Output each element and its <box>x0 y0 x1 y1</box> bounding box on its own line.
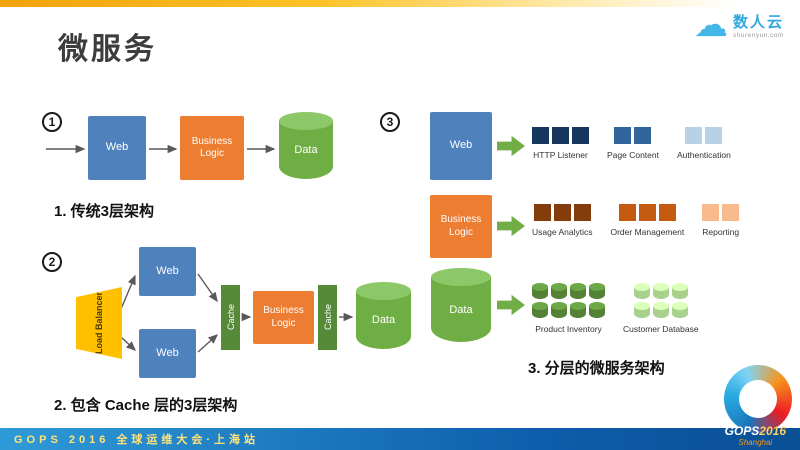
database-cylinder-icon <box>570 287 586 299</box>
gops-logo-city: Shanghai <box>738 438 773 448</box>
database-cylinder-icon <box>589 287 605 299</box>
diagram2-cache-left-node: Cache <box>221 285 240 350</box>
database-cylinder-icon <box>652 306 669 318</box>
block-arrow-icon <box>497 135 525 157</box>
database-cylinder-icon <box>671 287 688 299</box>
business-services-groups: Usage Analytics Order Management Reporting <box>532 204 740 237</box>
service-block-icon <box>572 127 589 144</box>
database-cylinder-icon <box>652 287 669 299</box>
diagram2-business-logic-node: Business Logic <box>253 291 314 344</box>
service-group: Product Inventory <box>532 283 605 334</box>
service-block-icon <box>638 204 656 221</box>
service-group: Reporting <box>702 204 740 237</box>
slide-title: 微服务 <box>58 33 157 66</box>
service-group-label: HTTP Listener <box>533 150 588 160</box>
service-group-label: Order Management <box>610 227 685 237</box>
diagram2-caption: 2. 包含 Cache 层的3层架构 <box>54 397 238 414</box>
service-block-icon <box>722 204 740 221</box>
node-label: Cache <box>225 304 236 331</box>
diagram2-load-balancer-node: Load Balancer <box>76 287 122 359</box>
service-group: Page Content <box>607 127 659 160</box>
brand-text: 数人云 shurenyun.com <box>733 11 784 39</box>
web-services-groups: HTTP Listener Page Content Authentication <box>532 127 731 160</box>
service-group: Customer Database <box>623 283 699 334</box>
node-label: Web <box>105 141 129 154</box>
footer-conference-title: GOPS 2016 全球运维大会·上海站 <box>14 434 260 446</box>
diagram1-business-logic-node: Business Logic <box>180 116 244 180</box>
gops-swirl-icon <box>724 365 792 433</box>
gops-logo-year: 2016 <box>759 423 786 438</box>
diagram2-data-cylinder: Data <box>356 282 411 349</box>
service-block-icon <box>553 204 571 221</box>
node-label: Business Logic <box>440 214 482 238</box>
service-block-icon <box>614 127 632 144</box>
diagram2-number-badge: 2 <box>42 252 62 272</box>
database-cylinder-icon <box>671 306 688 318</box>
cloud-icon: ☁ <box>693 6 728 44</box>
service-block-icon <box>552 127 569 144</box>
block-arrow-icon <box>497 294 525 316</box>
node-label: Web <box>156 264 179 277</box>
database-cylinder-icon <box>551 287 567 299</box>
diagram2-web-bottom-node: Web <box>139 329 196 378</box>
gops-logo-name: GOPS <box>724 423 760 438</box>
node-label: Data <box>449 303 473 316</box>
service-group: HTTP Listener <box>532 127 589 160</box>
service-group: Order Management <box>610 204 684 237</box>
node-label: Load Balancer <box>94 291 104 355</box>
service-group-label: Page Content <box>607 150 659 160</box>
node-label: Business Logic <box>191 135 233 160</box>
top-accent-stripe <box>0 0 800 7</box>
diagram3-business-logic-node: Business Logic <box>430 195 492 258</box>
diagram1-caption: 1. 传统3层架构 <box>54 203 155 220</box>
database-cylinder-icon <box>589 306 605 318</box>
service-group-label: Authentication <box>676 150 731 160</box>
service-block-icon <box>634 127 652 144</box>
block-arrow-icon <box>497 215 525 237</box>
service-group: Authentication <box>677 127 731 160</box>
service-group: Usage Analytics <box>532 204 592 237</box>
service-group-label: Customer Database <box>623 324 699 334</box>
diagram3-data-cylinder: Data <box>431 268 491 342</box>
service-group-label: Product Inventory <box>535 324 602 334</box>
service-group-label: Reporting <box>702 227 740 237</box>
database-cylinder-icon <box>633 287 650 299</box>
service-block-icon <box>658 204 676 221</box>
service-block-icon <box>618 204 636 221</box>
service-block-icon <box>702 204 720 221</box>
diagram3-web-node: Web <box>430 112 492 180</box>
diagram3-number-badge: 3 <box>380 112 400 132</box>
service-block-icon <box>533 204 551 221</box>
gops-logo-text: GOPS2016 Shanghai <box>725 422 786 448</box>
brand-logo: ☁ 数人云 shurenyun.com <box>693 6 784 44</box>
brand-domain: shurenyun.com <box>732 32 784 40</box>
diagram1-web-node: Web <box>88 116 146 180</box>
node-label: Web <box>156 346 179 359</box>
database-cylinder-icon <box>551 306 567 318</box>
diagram1-number-badge: 1 <box>42 112 62 132</box>
diagram3-caption: 3. 分层的微服务架构 <box>528 360 665 377</box>
diagram2-web-top-node: Web <box>139 247 196 296</box>
service-block-icon <box>685 127 703 144</box>
diagram2-cache-right-node: Cache <box>318 285 337 350</box>
diagram1-data-cylinder: Data <box>279 112 333 179</box>
node-label: Web <box>449 139 473 152</box>
node-label: Cache <box>322 304 333 331</box>
node-label: Data <box>294 144 318 156</box>
database-cylinder-icon <box>532 287 548 299</box>
service-block-icon <box>573 204 591 221</box>
service-block-icon <box>705 127 723 144</box>
brand-name: 数人云 <box>732 14 784 32</box>
service-block-icon <box>532 127 549 144</box>
service-group-label: Usage Analytics <box>532 227 593 237</box>
database-cylinder-icon <box>532 306 548 318</box>
node-label: Business Logic <box>263 305 304 329</box>
footer-bar: GOPS 2016 全球运维大会·上海站 <box>0 428 800 450</box>
node-label: Data <box>371 314 396 326</box>
database-cylinder-icon <box>633 306 650 318</box>
data-services-groups: Product Inventory Customer Database <box>532 283 699 334</box>
database-cylinder-icon <box>570 306 586 318</box>
